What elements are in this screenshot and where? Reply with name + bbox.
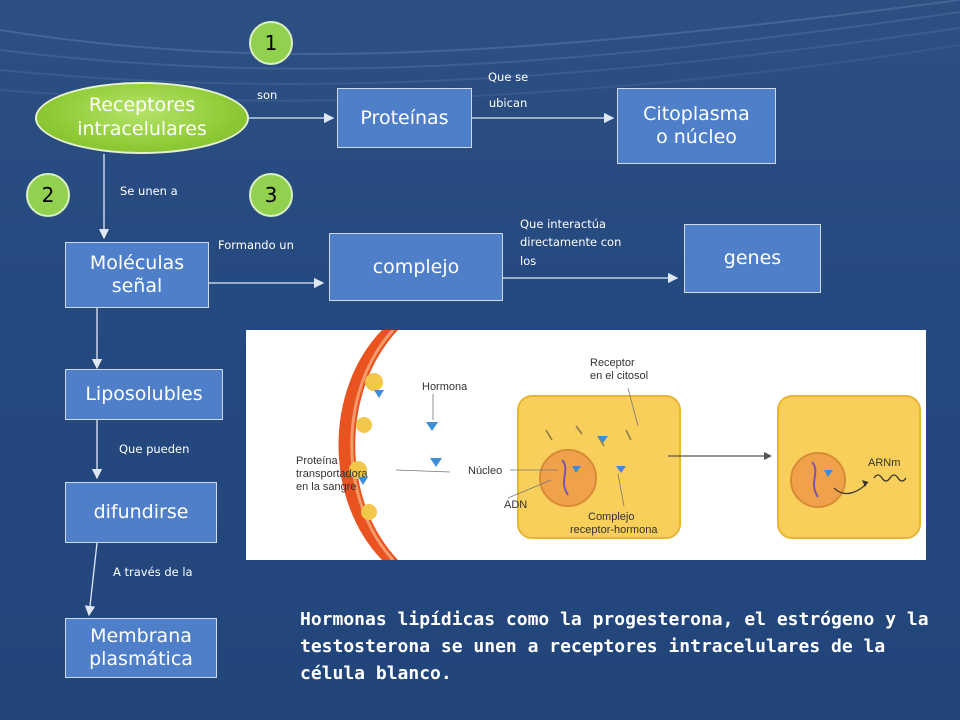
blood-vessel: [338, 330, 398, 560]
label-que-pueden: Que pueden: [119, 442, 190, 456]
node-citoplasma-o-nucleo: Citoplasma o núcleo: [617, 88, 776, 164]
label-formando-un: Formando un: [218, 238, 294, 252]
dna-strand: [561, 459, 569, 496]
node-liposolubles: Liposolubles: [65, 369, 223, 420]
label-se-unen-a: Se unen a: [120, 184, 178, 198]
node-genes: genes: [684, 224, 821, 293]
node-difundirse: difundirse: [65, 482, 217, 543]
carrier-protein-shape: [356, 417, 372, 433]
carrier-protein-shape: [361, 504, 377, 520]
label-que-se-ubican: Que se ubican: [488, 70, 529, 111]
nucleus: [539, 449, 597, 507]
figure-label-adn: ADN: [504, 499, 527, 511]
node-membrana-plasmatica: Membrana plasmática: [65, 618, 217, 678]
cytosol-receptors: [545, 425, 632, 447]
figure-label-hormona: Hormona: [422, 381, 468, 393]
label-son: son: [257, 88, 278, 102]
label-a-traves-de-la: A través de la: [113, 565, 193, 579]
hormone-triangle-icon: [426, 422, 438, 431]
step-number-2: 2: [26, 173, 70, 217]
mrna-squiggle: [873, 474, 907, 482]
node-complejo: complejo: [329, 233, 503, 301]
node-moleculas-senal: Moléculas señal: [65, 242, 209, 308]
carrier-protein-shape: [349, 461, 367, 479]
node-receptores-intracelulares: Receptores intracelulares: [35, 82, 249, 154]
step-number-1: 1: [249, 21, 293, 65]
node-proteinas: Proteínas: [337, 88, 472, 148]
step-number-3: 3: [249, 173, 293, 217]
caption-text: Hormonas lipídicas como la progesterona,…: [300, 609, 929, 684]
figure-label-nucleo: Núcleo: [468, 465, 502, 477]
label-que-interactua: Que interactúa directamente con los: [520, 217, 622, 268]
hormone-triangle-icon: [430, 458, 442, 467]
figure-label-arnm: ARNm: [868, 457, 900, 469]
carrier-protein-shape: [365, 373, 383, 391]
nucleus-2: [790, 452, 846, 508]
